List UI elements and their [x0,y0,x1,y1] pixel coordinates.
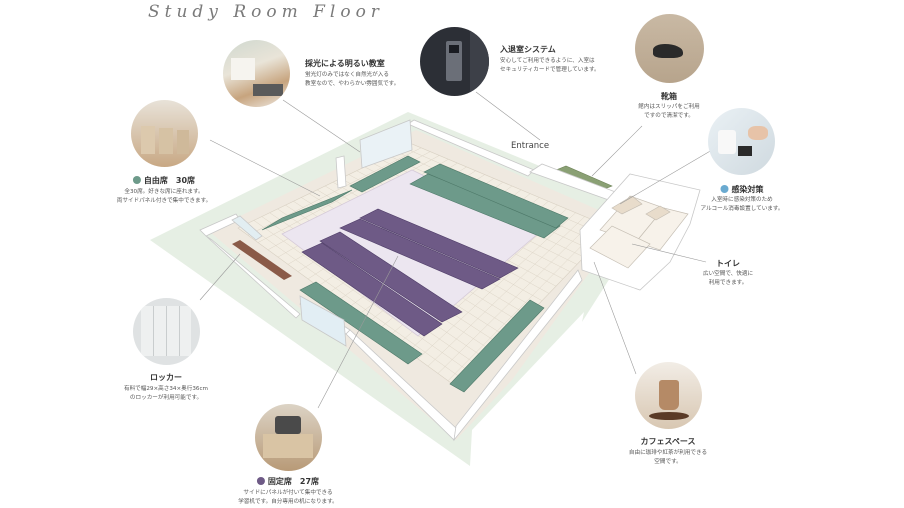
locker-strip [232,240,292,280]
grid-line [447,224,604,381]
fixed-seat-label: 固定席 27席 [256,476,319,487]
toilet-desc: 広い空間で、快適に利用できます。 [702,271,754,286]
leader-lines [199,91,713,409]
entrance-label: Entrance [511,141,550,151]
locker-photo [133,298,200,365]
fixed-seat-photo [255,404,322,471]
classroom-photo [223,40,290,107]
leader-line [199,253,241,301]
leader-line [282,99,361,153]
sanitize-desc: 入室時に感染対策のためアルコール消毒設置しています。 [700,197,784,212]
free-seat-row [349,155,421,193]
fixed-seat-desc: サイドにパネルが付いて集中できる学習机です。自分専用の机になります。 [238,490,338,505]
leader-line [593,261,637,375]
free-seat-row [261,189,353,231]
page-title: Study Room Floor [148,2,384,22]
fixed-seat-row [319,231,463,323]
fixed-seat-rows [301,208,519,337]
sanitize-dot [720,185,729,193]
sanitizer-photo [708,108,775,175]
free-seat-row [423,163,569,229]
lighting-label: 採光による明るい教室 [305,59,385,68]
coffee-photo [635,362,702,429]
leader-line [619,149,713,205]
free-seat-desc: 全30席。好きな席に座れます。両サイドパネル付きで集中できます。 [116,189,212,204]
grid-line [437,220,594,374]
free-seat-dot [132,176,141,184]
entry-label: 入退室システム [500,45,556,54]
leader-line [209,139,321,197]
leader-line [317,255,399,409]
sanitize-label: 感染対策 [720,184,764,195]
leader-line [631,243,707,263]
locker-label: ロッカー [150,373,182,382]
entry-desc: 安心してご利用できるように、入室はセキュリティカードで管理しています。 [500,58,600,73]
grid-line [427,216,585,367]
service-rooms [589,195,689,269]
fixed-seat-row [359,208,519,279]
slippers-photo [635,14,704,83]
grid-line [417,212,576,360]
toilet-label: トイレ [716,259,740,268]
cafe-desc: 自由に珈琲や紅茶が利用できる空間です。 [628,450,708,465]
leader-line [591,125,643,177]
free-seat-row [299,281,423,365]
fixed-seat-row [339,218,501,290]
leader-line [475,91,541,141]
free-seat-row [449,299,545,393]
shoe-desc: 館内はスリッパをご利用ですので清潔です。 [638,104,700,119]
free-seat-rows [261,155,613,393]
card-reader-photo [420,27,489,96]
cafe-label: カフェスペース [640,437,696,446]
fixed-seat-row [301,242,443,337]
free-seat-label: 自由席 30席 [132,175,195,186]
fixed-seat-dot [256,477,265,485]
free-seat-photo [131,100,198,167]
shoe-label: 靴箱 [661,92,677,101]
lighting-desc: 蛍光灯のみではなく自然光が入る教室なので、やわらかい雰囲気です。 [305,72,400,87]
free-seat-row [409,173,561,239]
